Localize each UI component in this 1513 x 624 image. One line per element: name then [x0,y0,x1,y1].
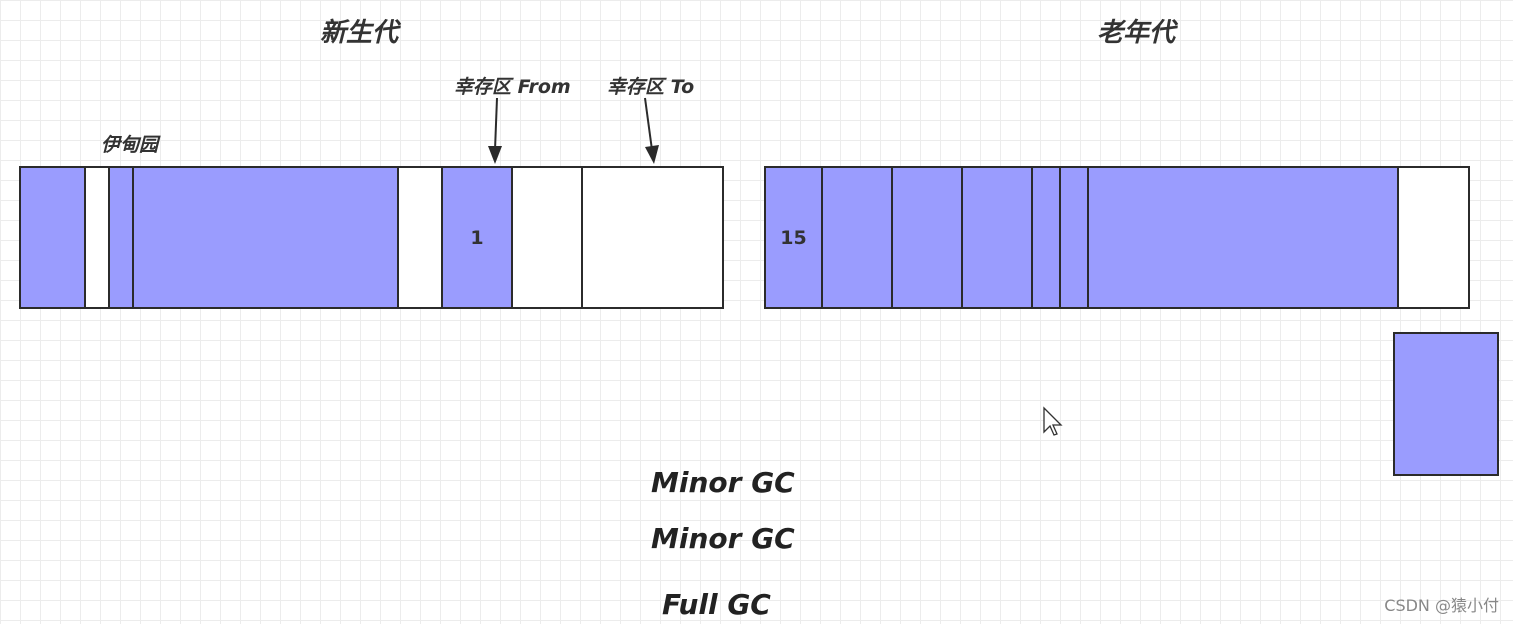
old-generation-bar: 15 [764,166,1470,309]
gc-event-label: Full GC [662,588,771,621]
old-cell [893,168,963,307]
survivor-from-free-cell [513,168,583,307]
young-cell [399,168,443,307]
arrow-survivor-to [644,97,659,164]
young-cell [134,168,399,307]
csdn-watermark: CSDN @猿小付 [1384,596,1499,615]
promoted-object-block [1393,332,1499,476]
survivor-from-cell: 1 [443,168,513,307]
old-cell: 15 [766,168,823,307]
arrow-survivor-from [488,97,502,164]
young-generation-bar: 1 [19,166,724,309]
old-cell [963,168,1033,307]
young-cell [110,168,134,307]
survivor-to-label: 幸存区 To [607,76,695,98]
gc-event-label: Minor GC [651,522,795,555]
young-cell [86,168,110,307]
mouse-cursor-icon [1043,406,1063,436]
eden-label: 伊甸园 [101,134,159,156]
old-cell [1033,168,1061,307]
gc-event-label: Minor GC [651,466,795,499]
young-generation-title: 新生代 [320,18,399,48]
young-cell [21,168,86,307]
old-cell [823,168,893,307]
survivor-from-label: 幸存区 From [454,76,571,98]
old-generation-title: 老年代 [1097,18,1176,48]
old-cell [1089,168,1399,307]
old-cell [1061,168,1089,307]
